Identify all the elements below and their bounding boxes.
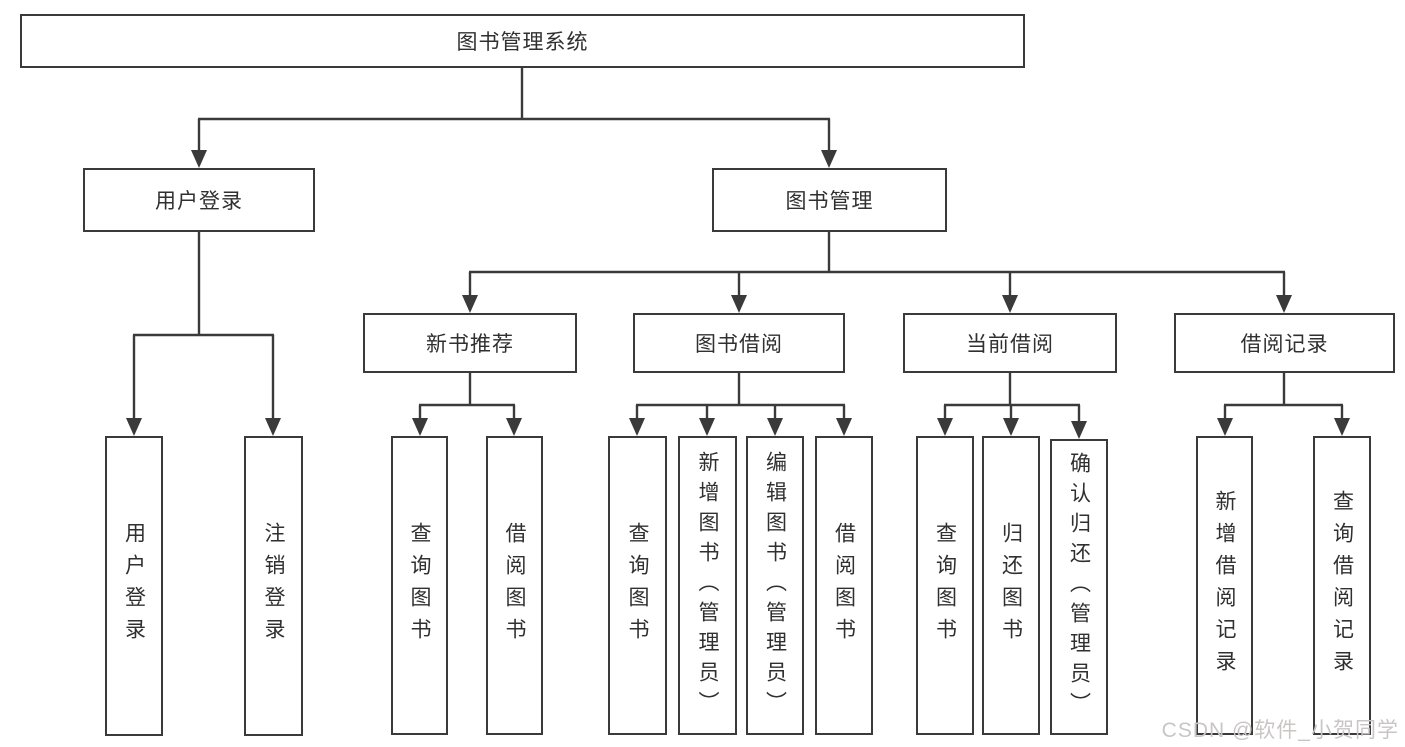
node-label: 借阅记录	[1240, 333, 1329, 356]
leaf-recommend-query-books: 查询图书	[391, 436, 448, 735]
leaf-records-add-record: 新增借阅记录	[1196, 436, 1253, 735]
node-label: 注销登录	[262, 522, 285, 650]
leaf-current-query-books: 查询图书	[916, 436, 974, 735]
node-label: 用户登录	[122, 522, 146, 650]
node-label: 借阅图书	[832, 521, 856, 650]
node-book-borrowing: 图书借阅	[633, 313, 845, 373]
node-label: 归还图书	[999, 521, 1023, 650]
node-library-system: 图书管理系统	[20, 14, 1025, 68]
leaf-borrow-query-books: 查询图书	[608, 436, 667, 735]
node-label: 图书管理系统	[456, 31, 589, 54]
leaf-borrow-edit-books-admin: 编辑图书（管理员）	[746, 436, 804, 735]
leaf-borrow-borrow-books: 借阅图书	[815, 436, 873, 735]
node-label: 查询图书	[933, 521, 957, 650]
node-label: 用户登录	[155, 190, 243, 213]
node-borrowing-records: 借阅记录	[1174, 313, 1395, 373]
node-label: 查询借阅记录	[1330, 489, 1354, 682]
leaf-current-confirm-return-admin: 确认归还（管理员）	[1050, 439, 1108, 735]
node-label: 查询图书	[626, 521, 649, 650]
node-label: 新增图书（管理员）	[696, 450, 719, 721]
leaf-current-return-books: 归还图书	[982, 436, 1040, 735]
node-label: 查询图书	[408, 521, 431, 650]
node-label: 借阅图书	[503, 521, 526, 650]
node-book-management: 图书管理	[712, 168, 947, 232]
node-new-book-recommend: 新书推荐	[363, 313, 577, 373]
leaf-records-query-record: 查询借阅记录	[1313, 436, 1371, 735]
node-label: 当前借阅	[966, 333, 1054, 356]
node-label: 编辑图书（管理员）	[763, 450, 787, 721]
leaf-user-login: 用户登录	[105, 436, 163, 736]
node-current-borrowing: 当前借阅	[903, 313, 1117, 373]
node-user-login: 用户登录	[83, 168, 315, 232]
leaf-logout: 注销登录	[244, 436, 303, 736]
node-label: 图书管理	[785, 190, 874, 213]
node-label: 新增借阅记录	[1213, 489, 1236, 682]
node-label: 新书推荐	[426, 333, 514, 356]
node-label: 图书借阅	[695, 333, 783, 356]
watermark-text: CSDN @软件_小贺同学	[1161, 719, 1399, 742]
node-label: 确认归还（管理员）	[1067, 452, 1091, 722]
leaf-recommend-borrow-books: 借阅图书	[486, 436, 543, 735]
leaf-borrow-add-books-admin: 新增图书（管理员）	[678, 436, 737, 735]
